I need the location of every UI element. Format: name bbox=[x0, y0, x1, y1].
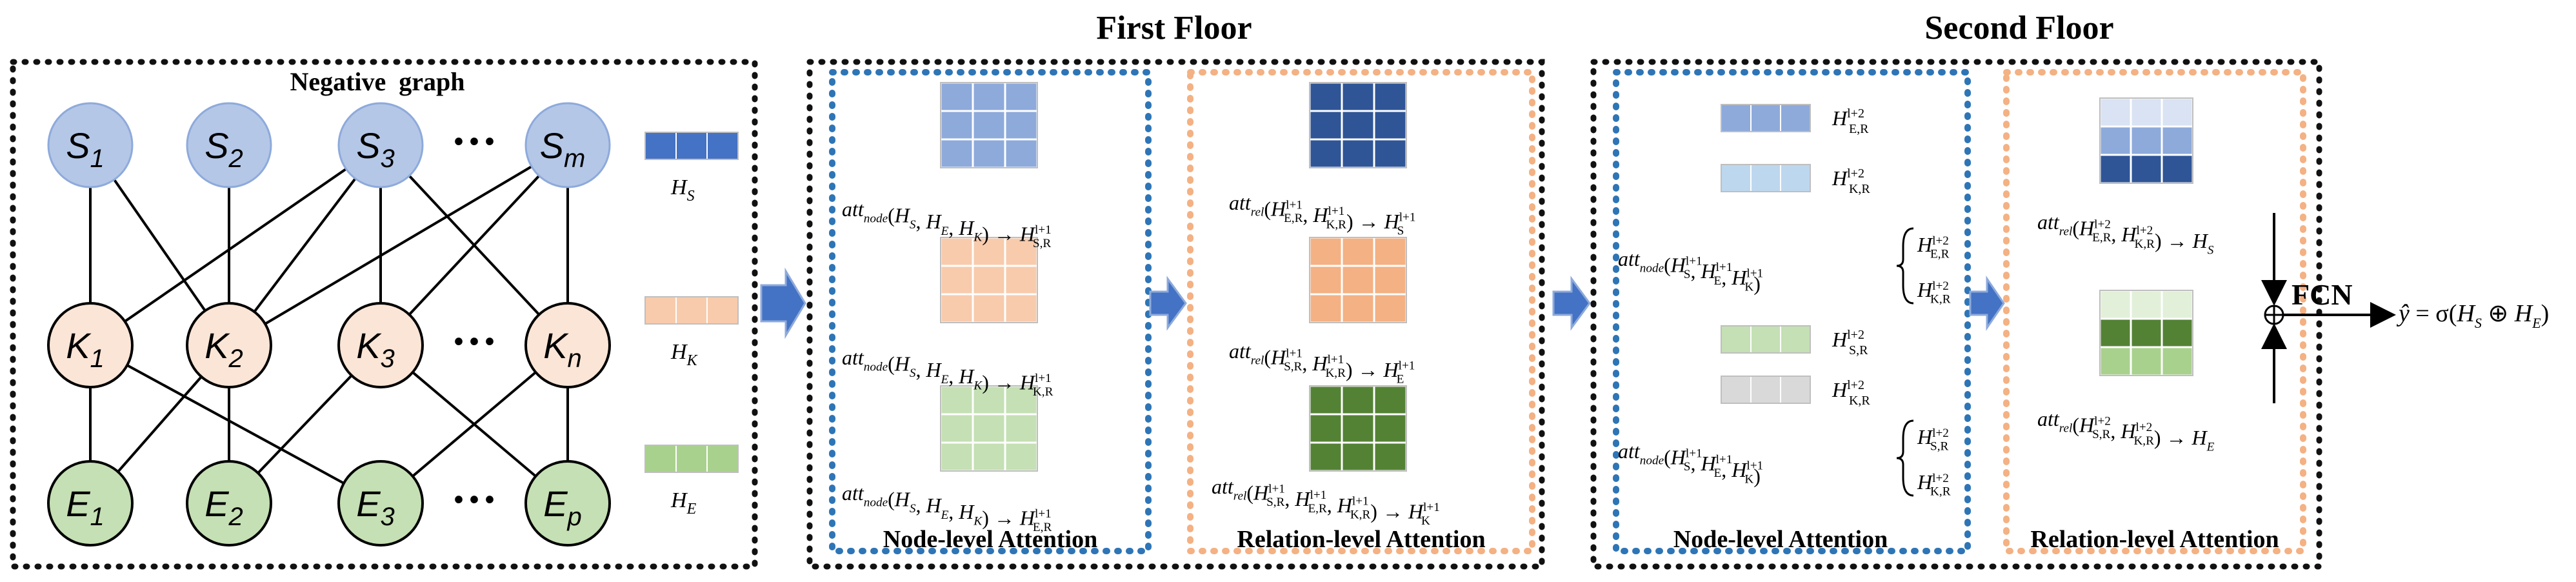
feature-h-s: HS bbox=[644, 132, 739, 205]
node-label: E1 bbox=[66, 483, 105, 531]
node-k-n: Kn bbox=[524, 302, 611, 388]
output-fusion: FCN ŷ = σ(HS ⊕ HE) bbox=[2261, 213, 2549, 403]
node-k-1: K1 bbox=[47, 302, 134, 388]
feature-h-e: HE bbox=[644, 445, 739, 517]
node-attention-matrix bbox=[939, 236, 1039, 324]
node-label: K2 bbox=[205, 325, 243, 373]
fcn-label: FCN bbox=[2291, 278, 2353, 311]
ellipsis: ··· bbox=[451, 316, 497, 367]
node-label: K1 bbox=[66, 325, 105, 373]
node-e-p: Ep bbox=[524, 460, 611, 547]
block-arrow-graph-to-first bbox=[760, 267, 806, 339]
graph-nodes: S1 S2 S3 Sm ··· K1 K2 K3 Kn ··· E1 E2 E3 Ep ··· bbox=[47, 102, 611, 547]
negative-graph-panel bbox=[10, 59, 758, 570]
node-label: K3 bbox=[356, 325, 395, 373]
node-s-3: S3 bbox=[337, 102, 424, 188]
node-label: E3 bbox=[356, 483, 395, 531]
first-node-level-label: Node-level Attention bbox=[883, 526, 1097, 553]
second-floor-relation-panel bbox=[2003, 69, 2306, 554]
node-s-m: Sm bbox=[524, 102, 611, 188]
negative-graph-title: Negative graph bbox=[290, 67, 464, 96]
relation-output-stack-e bbox=[2099, 289, 2194, 377]
first-floor-node-panel bbox=[829, 69, 1152, 554]
node-label: Ep bbox=[543, 483, 582, 531]
second-floor-panel bbox=[1590, 59, 2322, 570]
output-formula: ŷ = σ(HS ⊕ HE) bbox=[2396, 300, 2549, 331]
node-label: Kn bbox=[543, 325, 582, 373]
node-label: Sm bbox=[540, 125, 586, 173]
node-k-2: K2 bbox=[186, 302, 272, 388]
first-relation-level-label: Relation-level Attention bbox=[1237, 526, 1485, 553]
svg-text:HS: HS bbox=[670, 176, 695, 205]
second-floor-title: Second Floor bbox=[1924, 10, 2113, 46]
graph-edge bbox=[228, 144, 569, 346]
node-attention-matrix bbox=[939, 81, 1039, 169]
relation-output-stack-s bbox=[2099, 97, 2194, 185]
node-s-2: S2 bbox=[186, 102, 272, 188]
node-label: E2 bbox=[205, 483, 243, 531]
node-k-3: K3 bbox=[337, 302, 424, 388]
block-arrow-node-to-relation-1 bbox=[1149, 276, 1187, 331]
relation-attention-matrix bbox=[1308, 385, 1408, 472]
second-floor-node-panel bbox=[1613, 69, 1971, 554]
first-floor-panel bbox=[806, 59, 1545, 570]
node-e-2: E2 bbox=[186, 460, 272, 547]
node-label: S1 bbox=[66, 125, 105, 173]
feature-h-k: HK bbox=[644, 296, 739, 369]
first-floor-title: First Floor bbox=[1096, 10, 1252, 46]
relation-attention-matrix bbox=[1308, 81, 1408, 169]
node-s-1: S1 bbox=[47, 102, 134, 188]
svg-text:HE: HE bbox=[670, 488, 697, 517]
second-relation-level-label: Relation-level Attention bbox=[2030, 526, 2279, 553]
node-e-3: E3 bbox=[337, 460, 424, 547]
graph-edge bbox=[90, 344, 381, 505]
graph-edge bbox=[89, 144, 382, 346]
block-arrow-first-to-second bbox=[1552, 276, 1591, 331]
block-arrow-node-to-relation-2 bbox=[1969, 276, 2005, 331]
graph-edge bbox=[379, 144, 569, 346]
node-e-1: E1 bbox=[47, 460, 134, 547]
node-label: S3 bbox=[356, 125, 395, 173]
node-label: S2 bbox=[205, 125, 243, 173]
first-floor-relation-panel bbox=[1187, 69, 1535, 554]
ellipsis: ··· bbox=[451, 474, 497, 525]
ellipsis: ··· bbox=[451, 115, 497, 167]
second-node-level-label: Node-level Attention bbox=[1673, 526, 1888, 553]
feature-legend: HS HK HE bbox=[644, 132, 739, 517]
relation-attention-matrix bbox=[1308, 236, 1408, 324]
node-attention-matrix bbox=[939, 385, 1039, 472]
svg-text:HK: HK bbox=[670, 340, 699, 369]
